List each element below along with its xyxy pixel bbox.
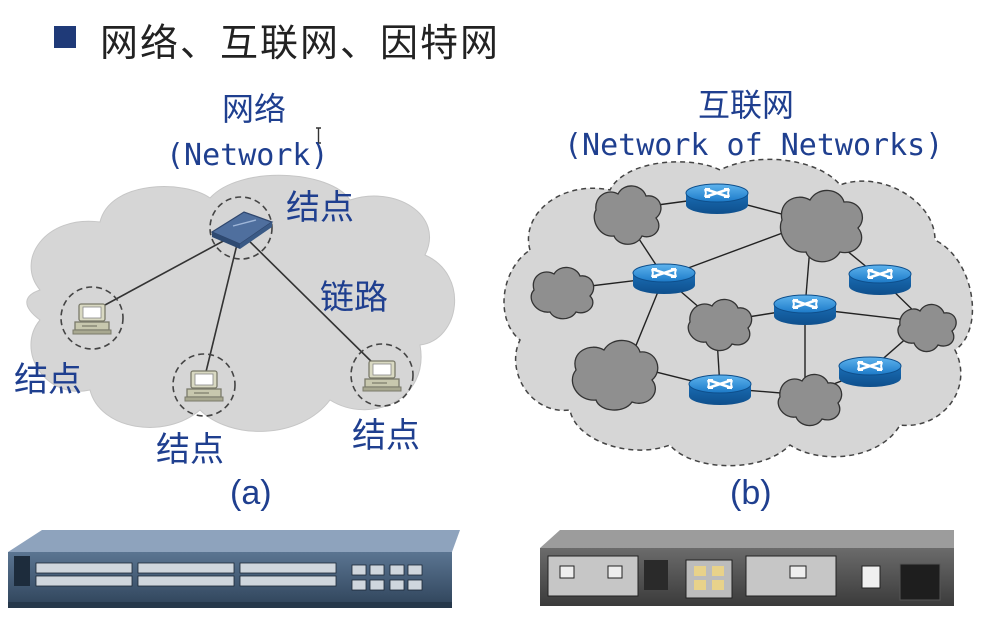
caption-b: (b) bbox=[730, 474, 772, 512]
link-label: 链路 bbox=[320, 278, 388, 318]
pc-node-middle bbox=[172, 353, 236, 417]
node-label-top: 结点 bbox=[286, 188, 354, 228]
router-icon bbox=[684, 182, 750, 216]
router-icon bbox=[772, 293, 838, 327]
pc-node-right bbox=[350, 343, 414, 407]
slide-title: 网络、互联网、因特网 bbox=[100, 21, 501, 65]
node-label-right: 结点 bbox=[352, 416, 420, 456]
title-bullet bbox=[54, 26, 76, 48]
router-icon bbox=[687, 373, 753, 407]
internet-title: 互联网 bbox=[698, 86, 795, 124]
router-icon bbox=[837, 355, 903, 389]
network-title: 网络 bbox=[222, 90, 287, 128]
router-icon bbox=[631, 262, 697, 296]
subnet-clouds bbox=[530, 185, 957, 427]
switch-node bbox=[209, 196, 274, 260]
pc-node-left bbox=[60, 286, 124, 350]
node-label-bottom: 结点 bbox=[156, 430, 224, 470]
router-icon bbox=[847, 263, 913, 297]
network-cloud bbox=[26, 174, 456, 432]
cursor-icon bbox=[316, 127, 321, 144]
internet-subtitle: (Network of Networks) bbox=[564, 128, 944, 163]
switch-photo bbox=[8, 530, 460, 608]
network-subtitle: (Network) bbox=[166, 138, 329, 173]
router-photo bbox=[540, 530, 954, 606]
caption-a: (a) bbox=[230, 474, 272, 512]
node-label-left: 结点 bbox=[14, 360, 82, 400]
